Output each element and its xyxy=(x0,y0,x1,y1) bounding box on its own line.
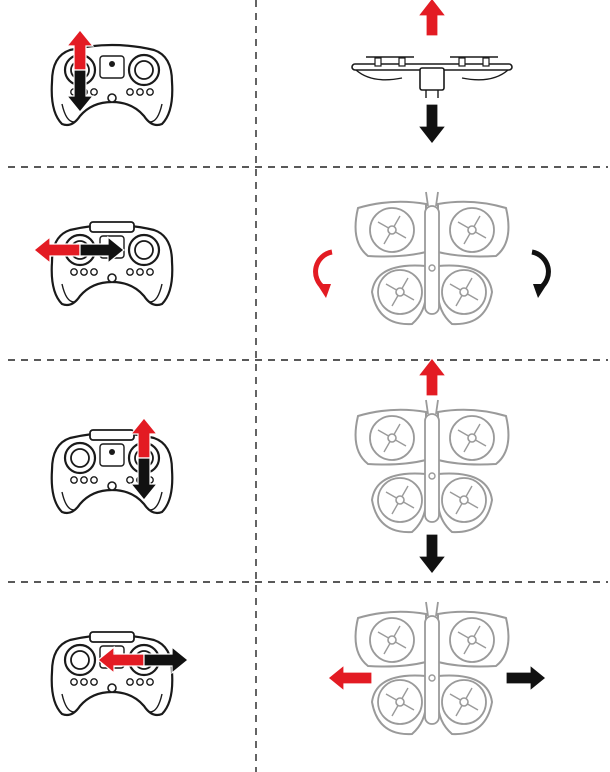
drone-body xyxy=(420,68,444,90)
button-1 xyxy=(71,679,77,685)
button-5 xyxy=(137,679,143,685)
drone-arrow-left xyxy=(328,665,372,691)
button-2 xyxy=(81,269,87,275)
drone-arrow-up xyxy=(418,0,446,36)
button-4 xyxy=(127,477,133,483)
button-6 xyxy=(147,679,153,685)
button-1 xyxy=(71,477,77,483)
controller xyxy=(52,430,173,513)
drone-arrow-rotate-ccw xyxy=(316,252,332,298)
drone-arrow-down xyxy=(418,534,446,574)
motor-1 xyxy=(388,434,396,442)
drone-antennae xyxy=(426,602,438,616)
controller xyxy=(52,45,173,125)
right-stick-cap xyxy=(135,241,153,259)
button-3 xyxy=(91,89,97,95)
motor-3 xyxy=(396,496,404,504)
button-5 xyxy=(137,269,143,275)
button-2 xyxy=(81,477,87,483)
motor-2 xyxy=(468,636,476,644)
right-stick-cap xyxy=(135,61,153,79)
drone-body xyxy=(425,414,439,522)
row-forward-backward xyxy=(52,358,509,574)
drone-top-view xyxy=(356,192,509,324)
button-4 xyxy=(127,679,133,685)
antenna-bar xyxy=(90,430,134,440)
row-rotate xyxy=(34,192,548,324)
motor-1 xyxy=(375,58,381,66)
motor-3 xyxy=(396,698,404,706)
drone-antennae xyxy=(426,400,438,414)
drone-arrow-rotate-cw xyxy=(532,252,548,298)
button-1 xyxy=(71,269,77,275)
power-button xyxy=(108,274,116,282)
button-3 xyxy=(91,679,97,685)
drone-top-view xyxy=(356,602,509,734)
motor-2 xyxy=(468,226,476,234)
button-3 xyxy=(91,477,97,483)
motor-4 xyxy=(460,698,468,706)
antenna-bar xyxy=(90,632,134,642)
power-button xyxy=(108,94,116,102)
controller xyxy=(52,222,173,305)
button-4 xyxy=(127,269,133,275)
power-led xyxy=(109,61,115,67)
motor-2 xyxy=(468,434,476,442)
button-6 xyxy=(147,89,153,95)
motor-4 xyxy=(460,288,468,296)
drone-body xyxy=(425,206,439,314)
motor-3 xyxy=(459,58,465,66)
drone-top-view xyxy=(356,400,509,532)
button-4 xyxy=(127,89,133,95)
motor-4 xyxy=(483,58,489,66)
drone-arrow-down xyxy=(418,104,446,144)
motor-2 xyxy=(399,58,405,66)
button-5 xyxy=(137,89,143,95)
drone-body xyxy=(425,616,439,724)
motor-1 xyxy=(388,636,396,644)
power-led xyxy=(109,449,115,455)
left-stick-cap xyxy=(71,449,89,467)
controller xyxy=(52,632,173,715)
drone-arrow-right xyxy=(506,665,546,691)
left-stick-cap xyxy=(71,651,89,669)
button-6 xyxy=(147,269,153,275)
row-ascend-descend xyxy=(52,0,512,144)
power-button xyxy=(108,684,116,692)
button-2 xyxy=(81,679,87,685)
diagram-cells xyxy=(34,0,548,734)
drone-side-view xyxy=(352,57,512,98)
drone-arrow-up xyxy=(418,358,446,396)
antenna-bar xyxy=(90,222,134,232)
motor-1 xyxy=(388,226,396,234)
motor-4 xyxy=(460,496,468,504)
button-3 xyxy=(91,269,97,275)
motor-3 xyxy=(396,288,404,296)
drone-antennae xyxy=(426,192,438,206)
power-button xyxy=(108,482,116,490)
row-sideways xyxy=(52,602,546,734)
